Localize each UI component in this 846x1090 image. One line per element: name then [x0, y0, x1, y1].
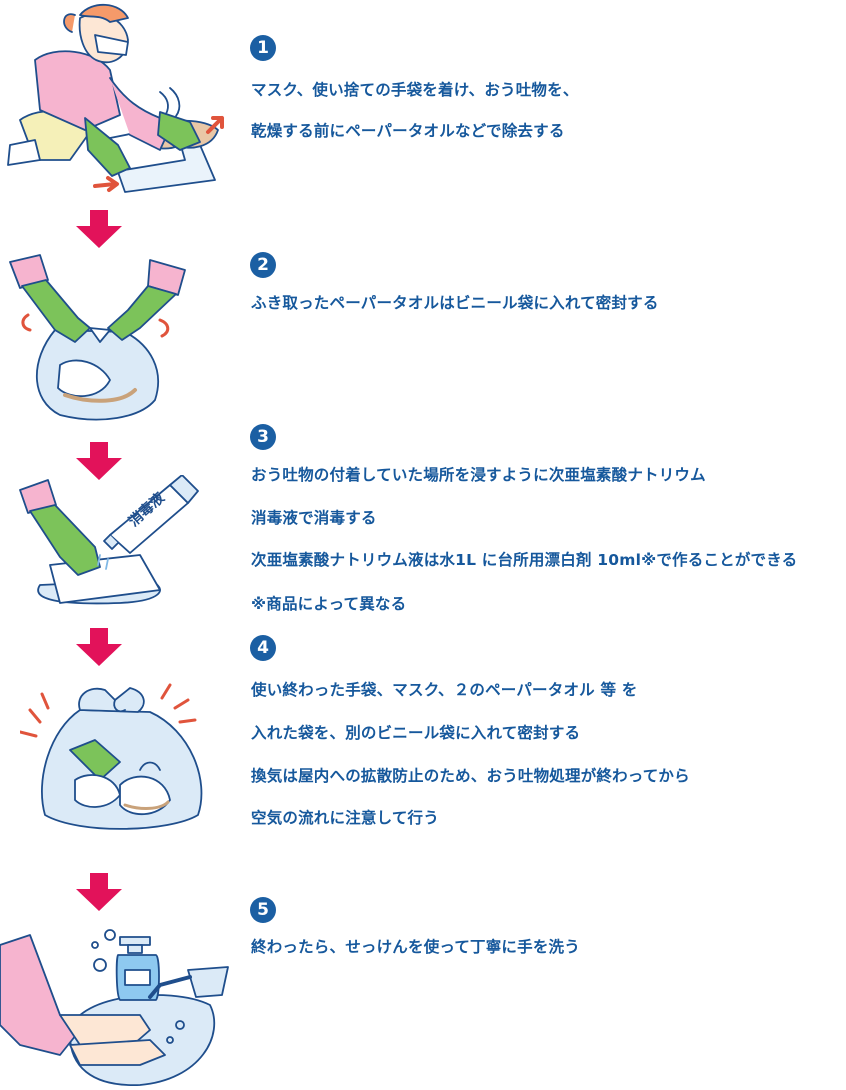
- step-4-line-2: 入れた袋を、別のビニール袋に入れて密封する: [251, 724, 581, 742]
- step-4-line-4: 空気の流れに注意して行う: [251, 809, 439, 827]
- illustration-step3-disinfecting: 消毒液: [19, 475, 199, 605]
- illustration-step4-double-bag: [20, 683, 203, 830]
- illustration-step2-bagging: [9, 254, 186, 421]
- step-5-number: 5: [250, 897, 276, 923]
- step-3-line-2: 消毒液で消毒する: [251, 509, 377, 527]
- step-1-number: 1: [250, 35, 276, 61]
- step-1-line-2: 乾燥する前にペーパータオルなどで除去する: [251, 122, 565, 140]
- illustration-step5-handwashing: [0, 929, 229, 1086]
- step-4-line-3: 換気は屋内への拡散防止のため、おう吐物処理が終わってから: [251, 767, 690, 785]
- step-3-number: 3: [250, 424, 276, 450]
- arrow-down-4: [76, 873, 122, 911]
- step-2-number: 2: [250, 252, 276, 278]
- arrow-down-2: [76, 442, 122, 480]
- step-4-number: 4: [250, 635, 276, 661]
- illustration-step1-wiping: [7, 3, 224, 193]
- step-3-line-3: 次亜塩素酸ナトリウム液は水1L に台所用漂白剤 10ml※で作ることができる: [251, 551, 798, 569]
- step-5-line-1: 終わったら、せっけんを使って丁寧に手を洗う: [251, 938, 580, 956]
- arrow-down-3: [76, 628, 122, 666]
- step-4-line-1: 使い終わった手袋、マスク、２のペーパータオル 等 を: [251, 681, 638, 699]
- step-3-line-4: ※商品によって異なる: [251, 595, 407, 613]
- arrow-down-1: [76, 210, 122, 248]
- step-3-line-1: おう吐物の付着していた場所を浸すように次亜塩素酸ナトリウム: [251, 466, 706, 484]
- step-1-line-1: マスク、使い捨ての手袋を着け、おう吐物を、: [251, 81, 579, 99]
- step-2-line-1: ふき取ったペーパータオルはビニール袋に入れて密封する: [251, 294, 659, 312]
